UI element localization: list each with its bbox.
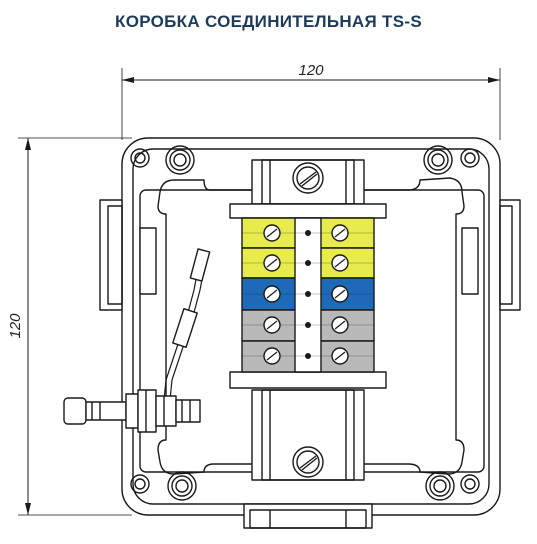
earth-wire xyxy=(161,248,211,421)
top-end-stop xyxy=(229,203,387,219)
left-dimension: 120 xyxy=(7,137,132,516)
right-gland-knockout xyxy=(461,199,521,311)
drawing-title: КОРОБКА СОЕДИНИТЕЛЬНАЯ TS-S xyxy=(115,12,422,31)
left-gland-knockout xyxy=(99,199,157,311)
din-rail xyxy=(251,159,365,481)
width-dimension-label: 120 xyxy=(298,62,324,79)
earth-bolt xyxy=(63,389,201,433)
height-dimension-label: 120 xyxy=(7,313,24,339)
bottom-gland-knockout xyxy=(243,503,373,529)
corner-screws xyxy=(130,145,480,501)
terminal-blocks xyxy=(241,217,375,373)
top-dimension: 120 xyxy=(121,62,501,140)
bottom-end-stop xyxy=(229,371,387,389)
